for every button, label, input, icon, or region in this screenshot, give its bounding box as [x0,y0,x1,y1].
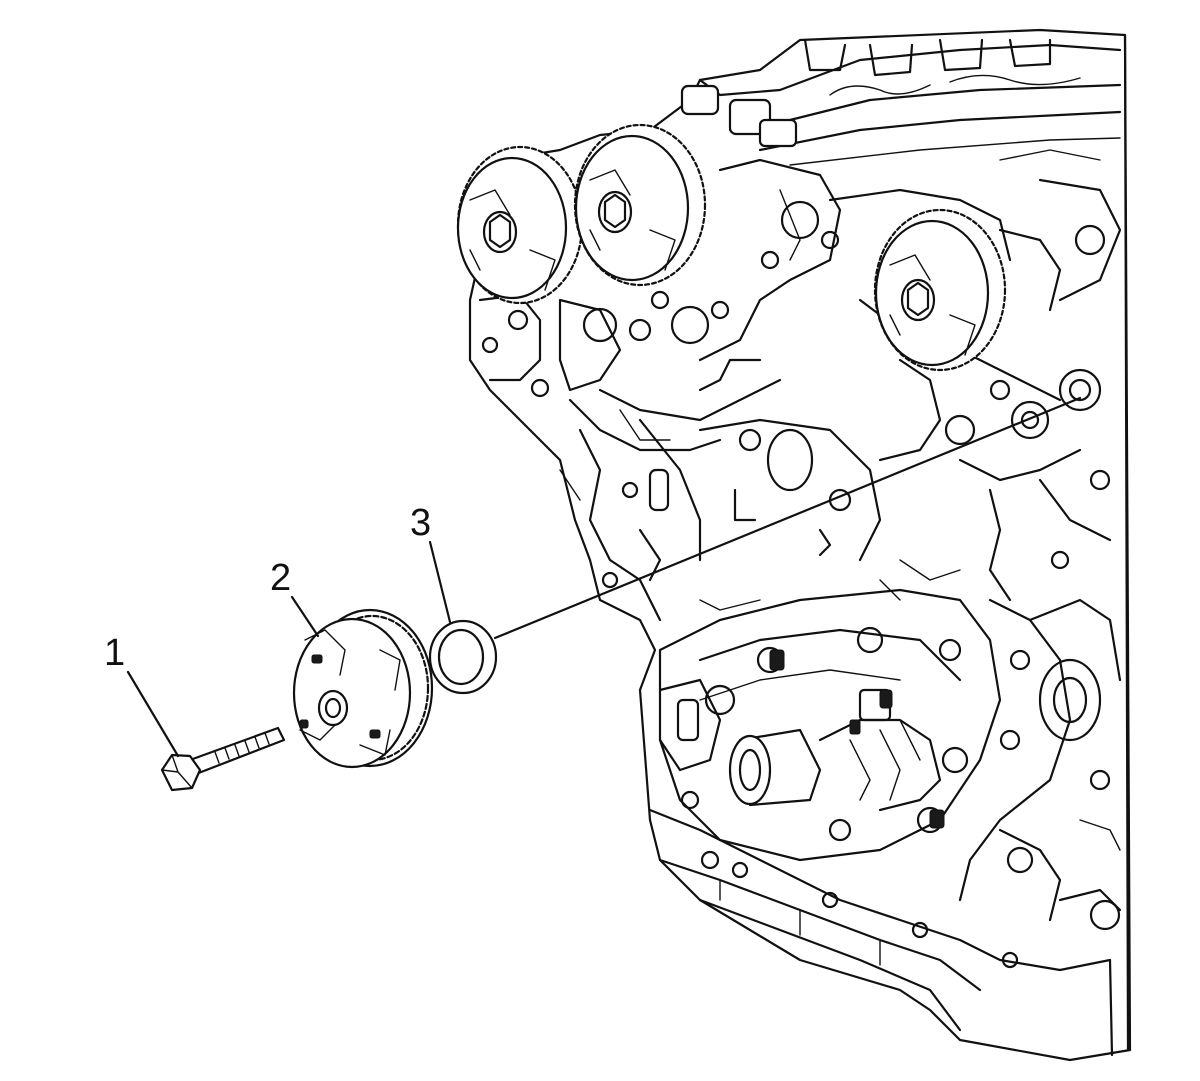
installed-sprocket-left [456,145,584,305]
installed-sprocket-right [873,208,1007,372]
camshaft-sprocket-part [292,608,434,769]
installed-sprocket-middle [573,123,707,287]
callout-1-label: 1 [104,632,125,674]
alignment-centerline [493,396,1082,640]
callout-3: 3 [410,502,452,624]
washer-part [428,619,498,695]
bolt-part [160,726,286,792]
callout-2-label: 2 [270,557,291,599]
callout-2: 2 [270,557,320,638]
callout-1: 1 [104,632,180,758]
callout-3-label: 3 [410,502,431,544]
